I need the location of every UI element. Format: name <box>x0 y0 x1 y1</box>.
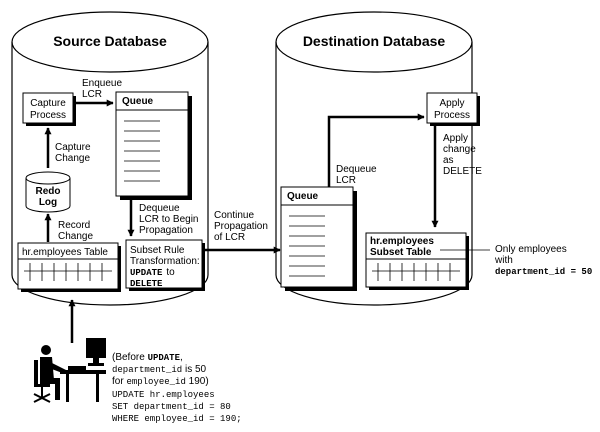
capture-process-label-2: Process <box>30 110 66 121</box>
dest-dequeue-arrow <box>327 113 425 187</box>
apply-process-label-2: Process <box>434 110 470 121</box>
propagation-label-1: Continue <box>214 210 254 221</box>
user-note-line-3: for employee_id 190) <box>112 376 209 387</box>
note-line-1: Only employees <box>495 244 567 255</box>
destination-subset-table: hr.employees Subset Table <box>365 232 469 290</box>
dequeue-label-2: LCR to Begin <box>139 214 198 225</box>
subset-rule-label-2: Transformation: <box>130 256 200 267</box>
redo-log: Redo Log <box>25 171 71 213</box>
note-line-3: department_id = 50 <box>495 267 592 277</box>
apply-label-4: DELETE <box>443 166 482 177</box>
subset-rule-label-1: Subset Rule <box>130 245 185 256</box>
source-table-title: hr.employees Table <box>22 247 108 258</box>
apply-label-3: as <box>443 155 454 166</box>
user-note-code-2: SET department_id = 80 <box>112 402 231 412</box>
dest-dequeue-label-2: LCR <box>336 175 356 186</box>
dequeue-label-1: Dequeue <box>139 203 180 214</box>
user-note-line-2: department_id is 50 <box>112 364 207 375</box>
capture-change-label-2: Change <box>55 153 90 164</box>
enqueue-label-2: LCR <box>82 89 102 100</box>
source-queue-title: Queue <box>122 96 154 107</box>
propagation-label-3: of LCR <box>214 232 245 243</box>
destination-database-title: Destination Database <box>303 33 446 49</box>
redo-log-label-1: Redo <box>36 186 61 197</box>
person-at-computer-icon <box>33 338 106 403</box>
user-note-code-3: WHERE employee_id = 190; <box>112 414 242 424</box>
record-change-label-2: Change <box>58 231 93 242</box>
capture-process-box: Capture Process <box>22 92 76 126</box>
source-queue: Queue <box>115 91 192 200</box>
source-database-title: Source Database <box>53 33 167 49</box>
user-note-code-1: UPDATE hr.employees <box>112 390 215 400</box>
dest-table-title-2: Subset Table <box>370 247 432 258</box>
destination-queue-title: Queue <box>287 191 319 202</box>
dequeue-label-3: Propagation <box>139 225 193 236</box>
dest-table-title-1: hr.employees <box>370 236 434 247</box>
apply-label-2: change <box>443 144 476 155</box>
record-change-label-1: Record <box>58 220 90 231</box>
subset-rule-label-4: DELETE <box>130 279 163 289</box>
source-employees-table: hr.employees Table <box>17 242 121 292</box>
capture-change-label-1: Capture <box>55 142 91 153</box>
note-line-2: with <box>494 255 513 266</box>
propagation-label-2: Propagation <box>214 221 268 232</box>
apply-process-box: Apply Process <box>426 92 480 126</box>
update-statement-note: (Before UPDATE, department_id is 50 for … <box>112 352 242 424</box>
dest-dequeue-label-1: Dequeue <box>336 164 377 175</box>
capture-process-label-1: Capture <box>30 98 66 109</box>
apply-process-label-1: Apply <box>439 98 464 109</box>
redo-log-label-2: Log <box>39 197 57 208</box>
destination-queue: Queue <box>280 186 357 291</box>
apply-label-1: Apply <box>443 133 468 144</box>
enqueue-label-1: Enqueue <box>82 78 122 89</box>
user-note-line-1: (Before UPDATE, <box>112 352 183 363</box>
